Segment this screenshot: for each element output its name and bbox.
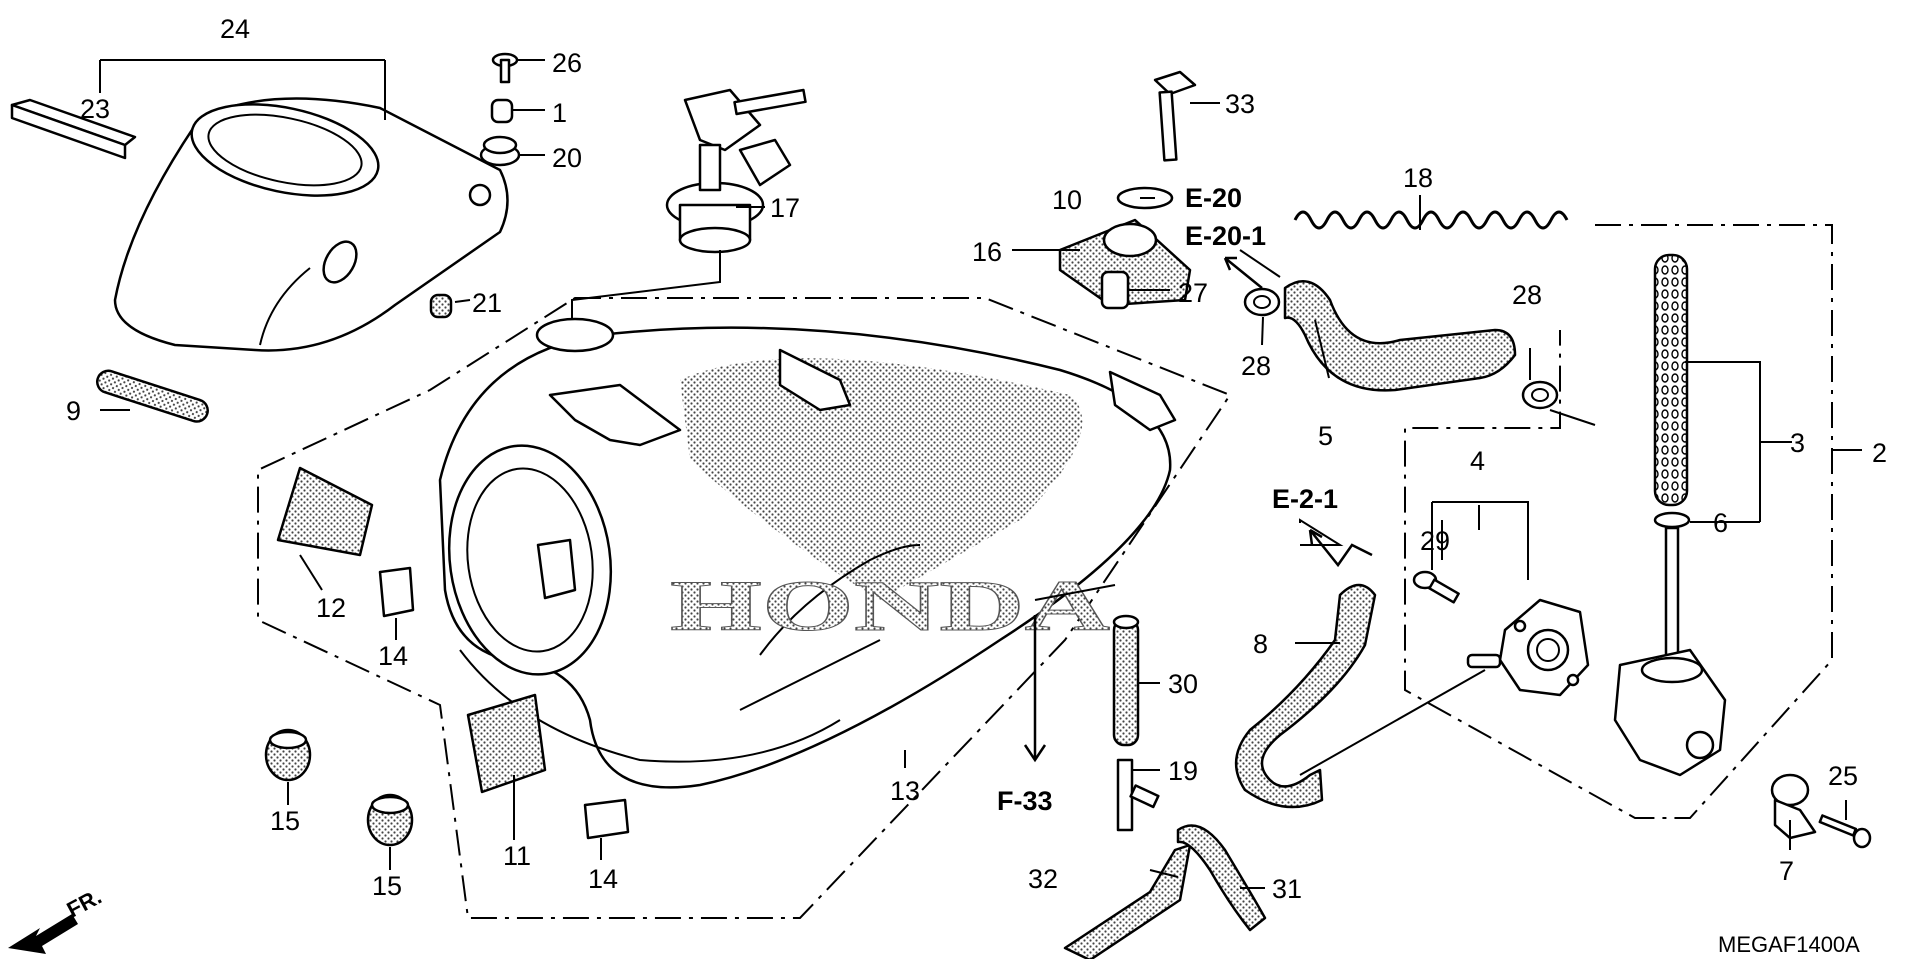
- valve-assembly-group-outline: [1404, 224, 1833, 819]
- callout-4: 4: [1470, 446, 1485, 476]
- hose-part-8: [1234, 583, 1377, 809]
- label-part-12: [276, 466, 374, 557]
- hose-part-32: [1063, 843, 1192, 959]
- callout-28-right: 28: [1512, 280, 1542, 310]
- callout-18: 18: [1403, 163, 1433, 193]
- strip-part-23: [10, 98, 137, 160]
- callout-7: 7: [1779, 856, 1794, 886]
- o-ring-part-6: [1653, 511, 1691, 529]
- callout-21: 21: [472, 288, 502, 318]
- screw-part-29: [1412, 570, 1460, 604]
- callout-16: 16: [972, 237, 1002, 267]
- callout-19: 19: [1168, 756, 1198, 786]
- bolt-part-33: [1153, 70, 1197, 162]
- fuel-cap-part-17: [665, 88, 807, 254]
- collar-part-1: [490, 98, 514, 124]
- callout-17: 17: [770, 193, 800, 223]
- callout-28-left: 28: [1241, 351, 1271, 381]
- hose-part-31: [1176, 824, 1267, 932]
- label-part-14-upper: [378, 566, 415, 618]
- filler-neck-ring: [535, 317, 615, 353]
- callout-labels: 24 23 26 1 20 21 9 17 33 10 16 27 18 28 …: [66, 14, 1887, 904]
- callout-26: 26: [552, 48, 582, 78]
- grommet-part-15-right: [366, 793, 414, 847]
- grommet-part-20: [479, 135, 521, 167]
- callout-33: 33: [1225, 89, 1255, 119]
- callout-15-left: 15: [270, 806, 300, 836]
- callout-23: 23: [80, 94, 110, 124]
- arrow-f-33: [1023, 615, 1047, 763]
- callout-25: 25: [1828, 761, 1858, 791]
- leader-valve-hose: [1299, 669, 1486, 776]
- callout-32: 32: [1028, 864, 1058, 894]
- label-part-14-lower: [583, 798, 630, 840]
- callout-27: 27: [1178, 278, 1208, 308]
- callout-24: 24: [220, 14, 250, 44]
- callout-6: 6: [1713, 508, 1728, 538]
- arrow-e-2-1: [1308, 528, 1373, 568]
- callout-3: 3: [1790, 428, 1805, 458]
- fuel-tank-part-13: [438, 326, 1177, 789]
- callout-30: 30: [1168, 669, 1198, 699]
- valve-body-part-4: [1466, 598, 1590, 697]
- callout-10: 10: [1052, 185, 1082, 215]
- hose-part-5: [1283, 280, 1517, 392]
- callout-20: 20: [552, 143, 582, 173]
- screw-part-26: [491, 52, 519, 84]
- strainer-part-3: [1653, 253, 1689, 507]
- callout-8: 8: [1253, 629, 1268, 659]
- hose-part-30: [1112, 618, 1140, 747]
- bracket-part-16: [1058, 218, 1192, 307]
- callout-31: 31: [1272, 874, 1302, 904]
- label-part-11: [466, 693, 547, 794]
- callout-12: 12: [316, 593, 346, 623]
- spring-part-18: [1293, 210, 1569, 230]
- arrow-e-20-1: [1223, 256, 1263, 289]
- callout-2: 2: [1872, 438, 1887, 468]
- grommet-part-21: [429, 293, 453, 319]
- collar-part-27: [1100, 270, 1130, 310]
- callout-14-upper: 14: [378, 641, 408, 671]
- front-arrow-icon: [8, 914, 78, 954]
- tank-assembly-group-outline: [257, 297, 1232, 919]
- leader-lines: [100, 59, 1862, 889]
- callout-11: 11: [503, 841, 531, 871]
- ref-e-2-1: E-2-1: [1272, 484, 1338, 514]
- screw-part-25: [1818, 814, 1872, 849]
- hose-end-30: [1112, 614, 1140, 630]
- callout-29: 29: [1420, 526, 1450, 556]
- diagram-code: MEGAF1400A: [1718, 932, 1860, 957]
- tank-brand-logo: HONDA: [670, 566, 1110, 646]
- callout-14-lower: 14: [588, 864, 618, 894]
- meter-cover-part-24: [113, 97, 509, 352]
- callout-9: 9: [66, 396, 81, 426]
- rubber-strip-part-9: [96, 369, 209, 423]
- fitting-part-19: [1116, 758, 1160, 832]
- f-33-pointer: [1034, 584, 1116, 601]
- grommet-part-15-left: [264, 728, 312, 782]
- leader-17-to-tank: [571, 250, 721, 320]
- clip-part-28-left: [1243, 287, 1281, 317]
- ref-e-20: E-20: [1185, 183, 1242, 213]
- clip-part-28-right: [1521, 380, 1559, 410]
- callout-1: 1: [552, 98, 567, 128]
- ref-e-20-1: E-20-1: [1185, 221, 1266, 251]
- leader-valve-up: [1549, 409, 1596, 426]
- callout-15-right: 15: [372, 871, 402, 901]
- callout-13: 13: [890, 776, 920, 806]
- leader-24: [99, 59, 386, 120]
- fuel-valve-part-7: [1613, 648, 1817, 840]
- callout-5: 5: [1318, 421, 1333, 451]
- ref-f-33: F-33: [997, 786, 1053, 816]
